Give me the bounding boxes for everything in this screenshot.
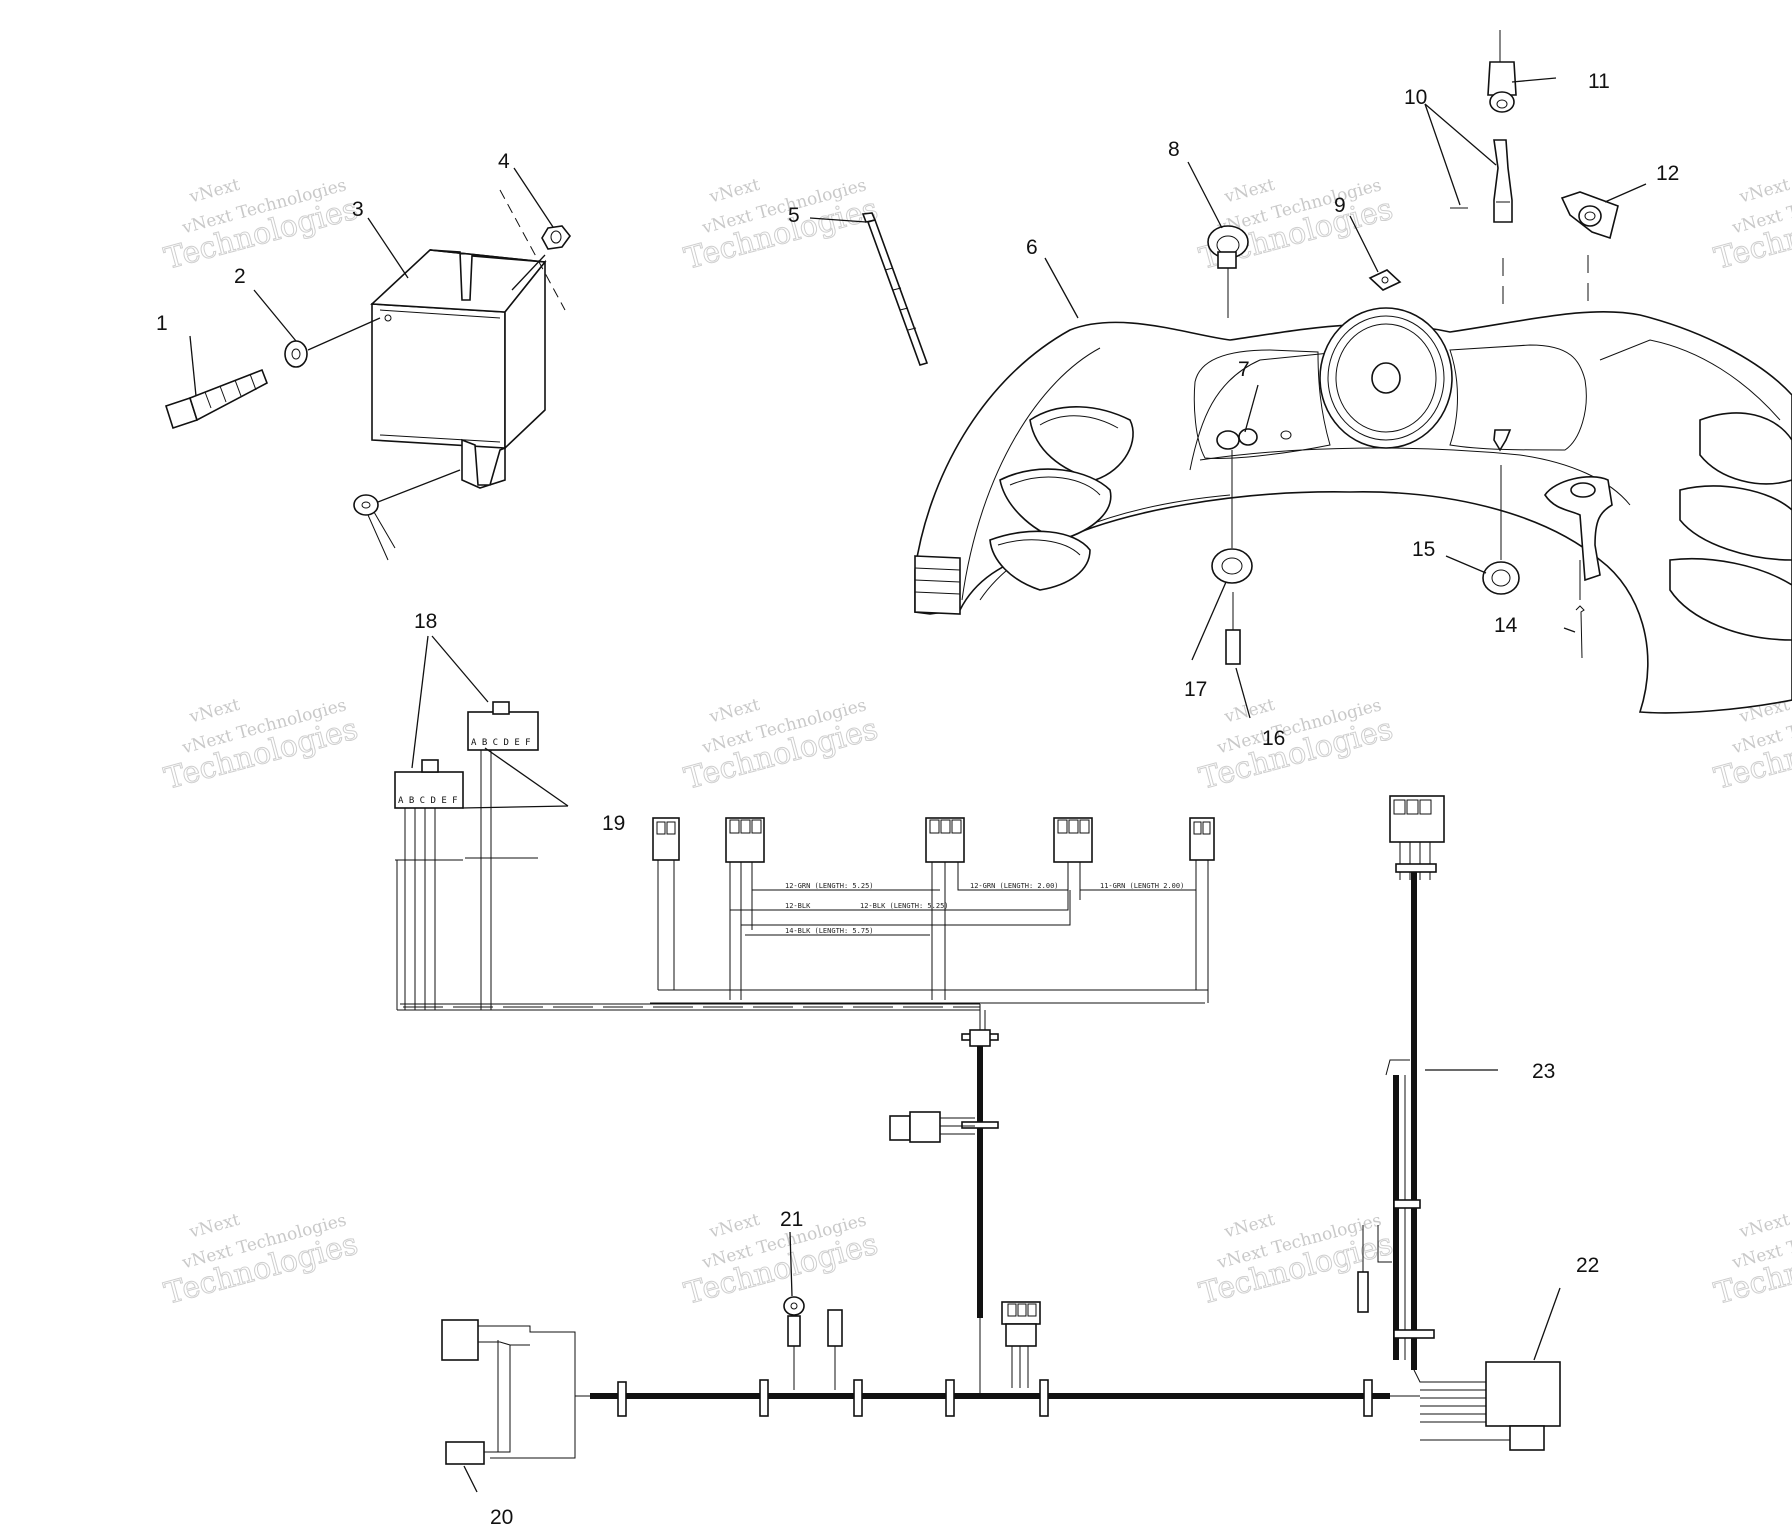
callout-20: 20 [490, 1506, 513, 1529]
connector-23-top [1389, 795, 1445, 880]
connector-20 [441, 1319, 590, 1465]
svg-text:14-BLK (LENGTH: 5.75): 14-BLK (LENGTH: 5.75) [785, 927, 874, 935]
bracket-part-12 [1560, 191, 1619, 240]
ring-terminal [353, 469, 461, 561]
connector-19-e [1189, 817, 1215, 990]
fuse-holder [827, 1309, 843, 1390]
svg-text:vNext: vNext [187, 1210, 243, 1243]
relay-connector [1001, 1301, 1041, 1388]
svg-text:vNext: vNext [707, 1210, 763, 1243]
connector-19-c [925, 817, 965, 1000]
callout-18: 18 [414, 610, 437, 633]
watermark: vNext vNext Technologies Technologies [680, 695, 882, 797]
callout-15: 15 [1412, 538, 1435, 561]
callout-3: 3 [352, 198, 364, 221]
svg-text:vNext: vNext [707, 695, 763, 728]
svg-text:A B C D E F: A B C D E F [471, 738, 531, 748]
watermark: vNext vNext Technologies Technologies [160, 695, 362, 797]
connector-19-b [725, 817, 765, 1000]
harness-right-trunk [1357, 863, 1437, 1370]
nut-part-17 [1211, 548, 1253, 584]
nut-part-15 [1482, 561, 1520, 595]
watermark: vNext vNext Technologies Technologies [1195, 695, 1397, 797]
switch-part-8 [1207, 225, 1249, 269]
terminal-part-10 [1450, 139, 1513, 223]
cable-tie-part-5 [861, 212, 929, 366]
callout-11: 11 [1588, 70, 1610, 93]
svg-text:12-GRN (LENGTH: 5.25): 12-GRN (LENGTH: 5.25) [785, 882, 874, 890]
watermark: vNext vNext Technologies Technologies [680, 175, 882, 277]
harness-center-trunk [961, 1029, 999, 1318]
watermark: vNext vNext Technologies Technologies [160, 175, 362, 277]
svg-text:vNext: vNext [1222, 175, 1278, 208]
svg-text:11-GRN (LENGTH 2.00): 11-GRN (LENGTH 2.00) [1100, 882, 1184, 890]
side-connector [889, 1111, 975, 1143]
dash-panel-part-6 [914, 307, 1792, 714]
callout-23: 23 [1532, 1060, 1555, 1083]
terminal-part-16 [1225, 592, 1241, 665]
callout-12: 12 [1656, 162, 1679, 185]
callout-22: 22 [1576, 1254, 1599, 1277]
svg-text:vNext: vNext [1222, 695, 1278, 728]
callout-6: 6 [1026, 236, 1038, 259]
connector-18-right: A B C D E F [467, 701, 539, 751]
plate-part-9 [1368, 269, 1402, 291]
callout-10: 10 [1404, 86, 1427, 109]
svg-text:vNext: vNext [1737, 1210, 1792, 1243]
jumper-wires: 12-GRN (LENGTH: 5.25) 12-GRN (LENGTH: 2.… [658, 862, 1209, 1003]
callout-21: 21 [780, 1208, 803, 1231]
svg-text:vNext: vNext [707, 175, 763, 208]
callout-labels: 1 2 3 4 5 6 7 8 9 10 11 12 14 15 16 17 1… [156, 70, 1679, 1529]
connector-19-a [652, 817, 680, 990]
svg-text:vNext: vNext [1737, 175, 1792, 208]
svg-text:vNext: vNext [1222, 1210, 1278, 1243]
watermark: vNext vNext Technologies Technologies [1710, 1210, 1792, 1312]
svg-text:A B C D E F: A B C D E F [398, 796, 458, 806]
callout-4: 4 [498, 150, 510, 173]
svg-text:12-BLK: 12-BLK [785, 902, 811, 910]
connector-19-d [1053, 817, 1093, 900]
washer-part-2 [284, 340, 308, 368]
callout-7: 7 [1238, 358, 1250, 381]
callout-17: 17 [1184, 678, 1207, 701]
bulb-part-11 [1487, 30, 1517, 113]
svg-text:12-BLK (LENGTH: 5.25): 12-BLK (LENGTH: 5.25) [860, 902, 949, 910]
svg-text:12-GRN (LENGTH: 2.00): 12-GRN (LENGTH: 2.00) [970, 882, 1059, 890]
callout-8: 8 [1168, 138, 1180, 161]
watermark: vNext vNext Technologies Technologies [1195, 175, 1397, 277]
cdi-box-part-3 [370, 249, 547, 489]
callout-1: 1 [156, 312, 168, 335]
harness-top-trunk [397, 1002, 1205, 1030]
leader-lines [189, 77, 1647, 1493]
watermark: vNext vNext Technologies Technologies [160, 1210, 362, 1312]
bolt-part-1 [164, 368, 269, 430]
callout-5: 5 [788, 204, 800, 227]
callout-9: 9 [1334, 194, 1346, 217]
wires-connector-18 [395, 750, 538, 1010]
svg-text:vNext: vNext [187, 695, 243, 728]
connector-22 [1390, 1361, 1561, 1451]
svg-text:vNext: vNext [187, 175, 243, 208]
watermark: vNext vNext Technologies Technologies [1710, 175, 1792, 277]
harness-main-trunk [575, 1318, 1390, 1417]
nut-part-4 [541, 225, 572, 250]
callout-16: 16 [1262, 727, 1285, 750]
ring-terminal-part-21 [783, 1296, 805, 1390]
callout-19: 19 [602, 812, 625, 835]
connector-18-left: A B C D E F [394, 759, 464, 809]
pin-part-14 [1575, 560, 1585, 659]
callout-2: 2 [234, 265, 246, 288]
callout-14: 14 [1494, 614, 1518, 637]
watermark: vNext vNext Technologies Technologies [680, 1210, 882, 1312]
